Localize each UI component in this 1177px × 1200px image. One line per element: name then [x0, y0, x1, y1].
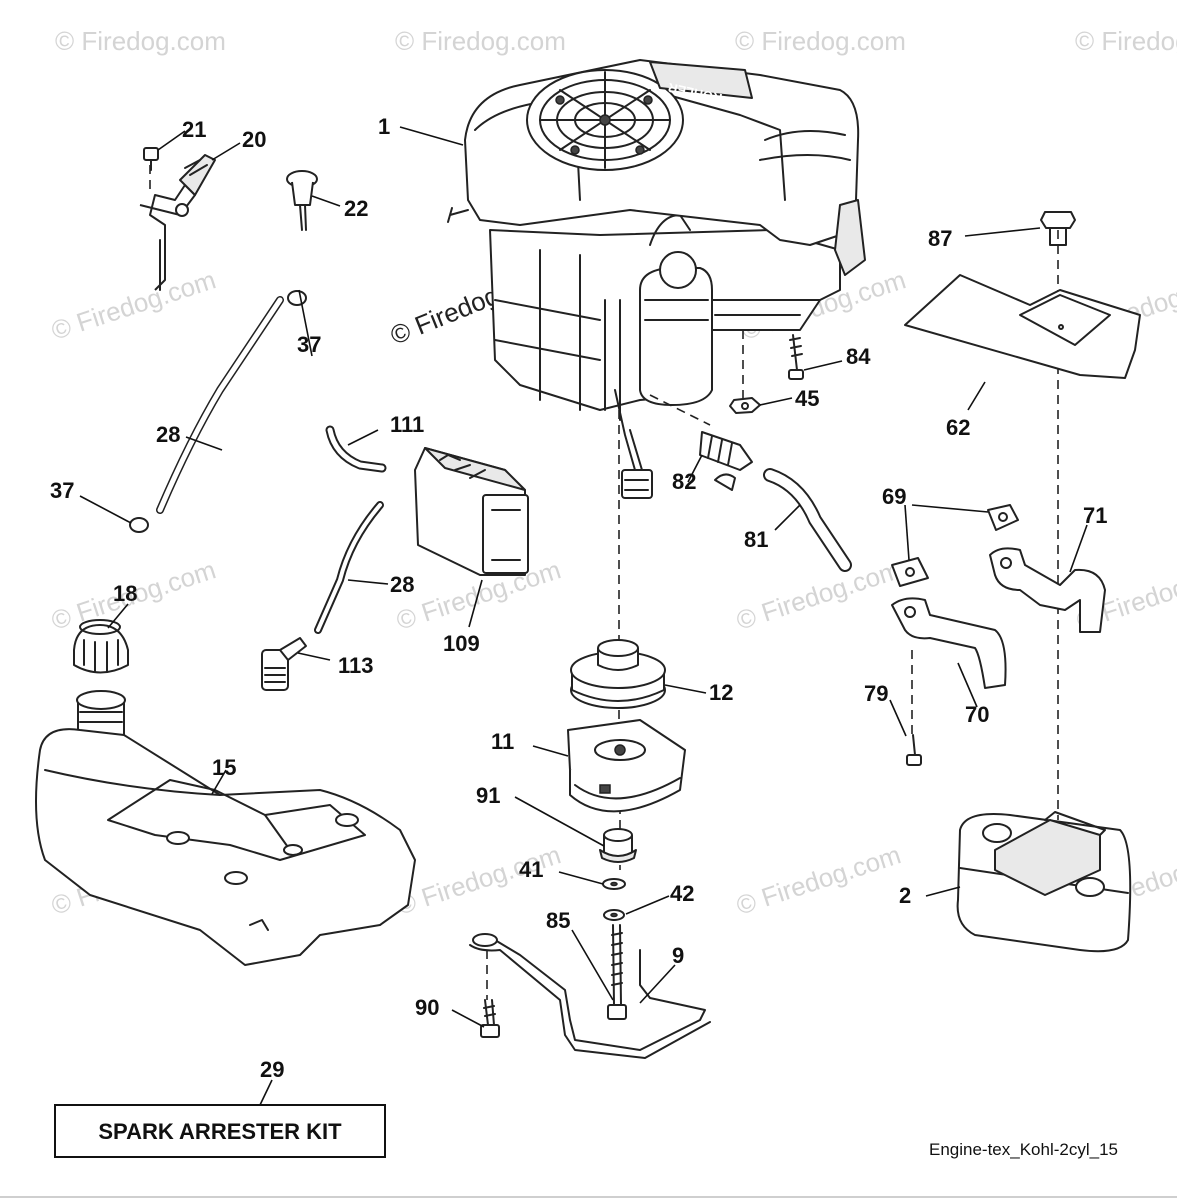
- callout-22: 22: [344, 196, 368, 221]
- watermark: © Firedog.com: [733, 839, 905, 920]
- callout-79: 79: [864, 681, 888, 706]
- bolt-84: [788, 334, 804, 380]
- callout-20: 20: [242, 127, 266, 152]
- heat-shield-62: [904, 274, 1141, 379]
- callout-11: 11: [491, 729, 514, 754]
- watermark: © Firedog.com: [55, 26, 226, 56]
- callout-15: 15: [212, 755, 236, 780]
- leader-lines: [79, 126, 1088, 1106]
- callout-71: 71: [1083, 503, 1107, 528]
- callout-37-top: 37: [297, 332, 321, 357]
- bolt-21: [143, 147, 159, 171]
- spark-arrester-kit-box: SPARK ARRESTER KIT: [54, 1104, 386, 1158]
- callout-18: 18: [113, 581, 137, 606]
- bolt-85: [607, 924, 627, 1020]
- watermark: © Firedog.com: [48, 264, 220, 345]
- callout-91: 91: [476, 783, 500, 808]
- watermark: © Firedog.com: [735, 26, 906, 56]
- charcoal-canister-109: [414, 447, 529, 576]
- callout-81: 81: [744, 527, 768, 552]
- bolt-87: [1040, 211, 1076, 246]
- callout-numbers: 1 21 20 22 37 28 37 111 28 109 113 82 81…: [50, 114, 1107, 1082]
- washer-41: [602, 878, 626, 890]
- spacer-91: [599, 828, 637, 863]
- callout-1: 1: [378, 114, 390, 139]
- callout-12: 12: [709, 680, 733, 705]
- callout-111: 111: [390, 412, 424, 437]
- exhaust-pipe-70: [891, 597, 1007, 689]
- watermark: © Firedog.com: [1075, 26, 1177, 56]
- electric-clutch-11: [567, 719, 686, 813]
- callout-90: 90: [415, 995, 439, 1020]
- engine: KOHLER: [447, 59, 866, 499]
- fuel-line-assembly: [129, 290, 387, 691]
- exhaust-pipe-71: [989, 547, 1106, 633]
- callout-84: 84: [846, 344, 871, 369]
- callout-113: 113: [338, 653, 374, 678]
- diagram-reference: Engine-tex_Kohl-2cyl_15: [929, 1140, 1118, 1159]
- callout-28-right: 28: [390, 572, 414, 597]
- callout-45: 45: [795, 386, 819, 411]
- callout-28-left: 28: [156, 422, 180, 447]
- gaskets-69: [891, 504, 1019, 587]
- callout-70: 70: [965, 702, 989, 727]
- callout-37-left: 37: [50, 478, 74, 503]
- bolt-79: [906, 734, 922, 766]
- fuel-tank-15: [35, 690, 416, 966]
- throttle-control-20: [139, 154, 216, 291]
- bottom-divider: [0, 1196, 1177, 1198]
- fuel-cap-18: [73, 619, 129, 674]
- callout-29: 29: [260, 1057, 284, 1082]
- washer-42: [603, 909, 625, 921]
- callout-41: 41: [519, 857, 543, 882]
- watermark: © Firedog.com: [395, 26, 566, 56]
- callout-85: 85: [546, 908, 570, 933]
- callout-69: 69: [882, 484, 906, 509]
- bolt-90: [480, 999, 500, 1038]
- fuel-hose-81: [763, 468, 852, 572]
- bracket-9: [469, 933, 711, 1059]
- kit-label: SPARK ARRESTER KIT: [98, 1119, 342, 1144]
- muffler-2: [956, 811, 1132, 953]
- callout-87: 87: [928, 226, 952, 251]
- nut-45: [729, 397, 761, 414]
- callout-21: 21: [182, 117, 206, 142]
- callout-109: 109: [443, 631, 480, 656]
- pulley-12: [570, 639, 666, 709]
- watermark: © Firedog.com: [733, 554, 905, 635]
- callout-9: 9: [672, 943, 684, 968]
- fuel-pump-82: [699, 431, 753, 491]
- callout-2: 2: [899, 883, 911, 908]
- callout-42: 42: [670, 881, 694, 906]
- callout-82: 82: [672, 469, 696, 494]
- callout-62: 62: [946, 415, 970, 440]
- dipstick-22: [286, 170, 318, 231]
